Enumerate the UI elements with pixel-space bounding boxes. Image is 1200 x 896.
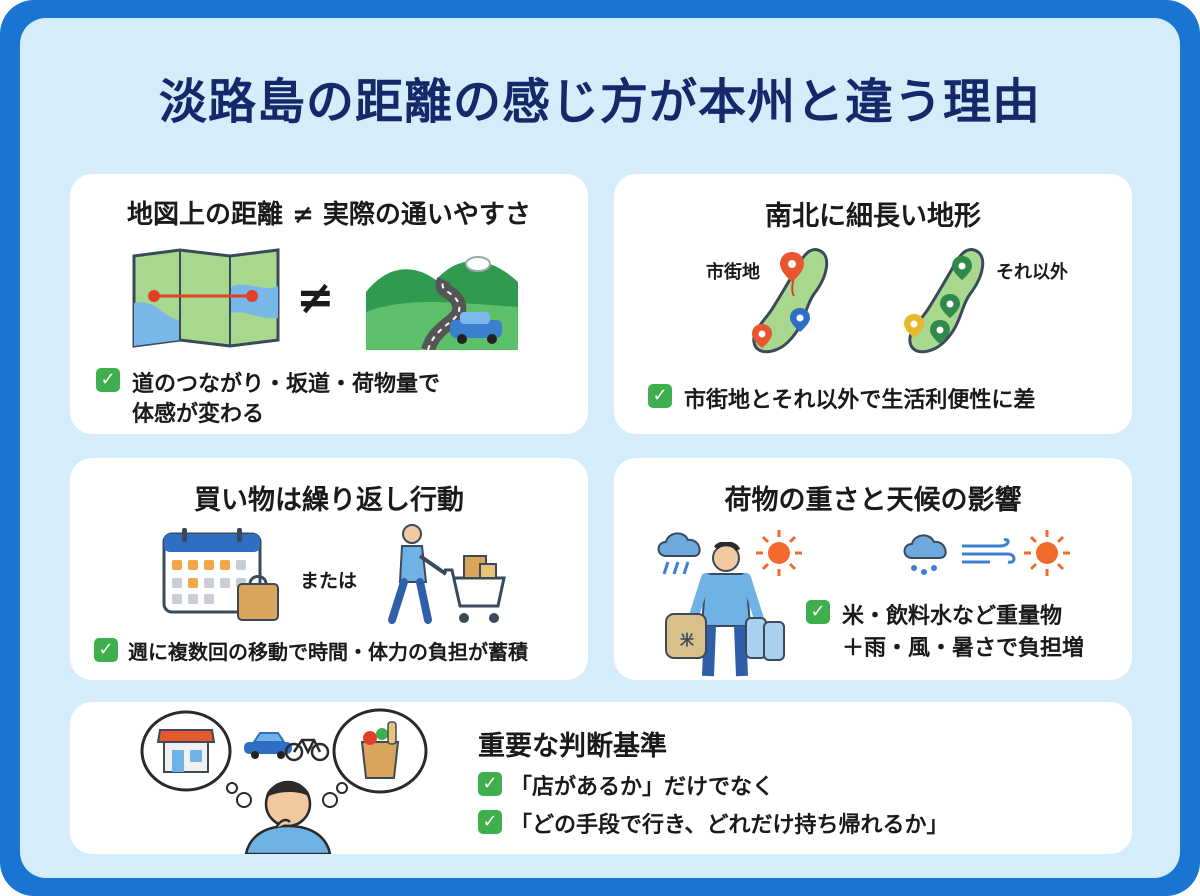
card-criteria-check-2: ✓ bbox=[478, 810, 502, 834]
card-map-distance: 地図上の距離 ≠ 実際の通いやすさ ≠ ✓ 道のつながり・坂道・荷物量で 体感が… bbox=[70, 174, 588, 434]
thinking-person-icon bbox=[226, 780, 348, 854]
person-with-cart-icon bbox=[388, 524, 506, 624]
island-map-city-icon bbox=[752, 248, 829, 354]
card-weather-check-line2: ＋雨・風・暑さで負担増 bbox=[842, 636, 1085, 661]
rain-cloud-icon bbox=[903, 534, 947, 575]
card-map-distance-title: 地図上の距離 ≠ 実際の通いやすさ bbox=[127, 200, 531, 230]
card-criteria-check-1: ✓ bbox=[478, 772, 502, 796]
card-terrain-check-text: 市街地とそれ以外で生活利便性に差 bbox=[684, 388, 1036, 413]
store-icon bbox=[140, 710, 232, 792]
card-criteria: 重要な判断基準 ✓ 「店があるか」だけでなく ✓ 「どの手段で行き、どれだけ持ち… bbox=[70, 702, 1132, 854]
card-criteria-title: 重要な判断基準 bbox=[478, 731, 667, 762]
bicycle-icon bbox=[284, 738, 330, 762]
card-shopping-title: 買い物は繰り返し行動 bbox=[194, 485, 464, 516]
label-other: それ以外 bbox=[996, 262, 1068, 283]
rice-bag-label: 米 bbox=[680, 633, 694, 649]
or-label: または bbox=[300, 570, 358, 592]
mountain-road-icon bbox=[366, 256, 518, 350]
card-criteria-check-2-text: 「どの手段で行き、どれだけ持ち帰れるか」 bbox=[510, 813, 949, 838]
rain-cloud-icon bbox=[657, 532, 701, 575]
check-icon: ✓ bbox=[806, 600, 830, 624]
shopping-bag-icon bbox=[237, 575, 279, 621]
card-map-distance-check-line1: 道のつながり・坂道・荷物量で bbox=[132, 372, 441, 397]
card-terrain-check: ✓ bbox=[648, 384, 672, 408]
page-title: 淡路島の距離の感じ方が本州と違う理由 bbox=[158, 74, 1041, 130]
wind-icon bbox=[962, 538, 1016, 564]
card-weather-check-line1: 米・飲料水など重量物 bbox=[842, 604, 1063, 629]
card-weather: 荷物の重さと天候の影響 米 ✓ 米・飲料水など重量物 ＋雨・風・暑さで負担増 bbox=[614, 458, 1132, 680]
check-icon: ✓ bbox=[94, 638, 118, 662]
person-carrying-bags-icon bbox=[665, 542, 785, 677]
check-icon: ✓ bbox=[478, 810, 502, 834]
sun-icon bbox=[1024, 530, 1070, 576]
check-icon: ✓ bbox=[478, 772, 502, 796]
card-terrain: 南北に細長い地形 市街地 それ以外 ✓ 市街地とそれ以外で生活利便性に差 bbox=[614, 174, 1132, 434]
sun-icon bbox=[756, 530, 802, 576]
folded-map-icon bbox=[132, 248, 280, 348]
grocery-bag-icon bbox=[332, 708, 428, 794]
check-icon: ✓ bbox=[648, 384, 672, 408]
label-city: 市街地 bbox=[706, 262, 760, 283]
island-map-other-icon bbox=[904, 248, 985, 354]
card-criteria-check-1-text: 「店があるか」だけでなく bbox=[510, 775, 775, 800]
card-shopping: 買い物は繰り返し行動 または ✓ 週に複数回の移動で時間・体力の負担が蓄積 bbox=[70, 458, 588, 680]
card-shopping-check-text: 週に複数回の移動で時間・体力の負担が蓄積 bbox=[128, 640, 528, 664]
card-weather-check: ✓ bbox=[806, 600, 830, 624]
not-equal-sign: ≠ bbox=[296, 270, 335, 324]
card-terrain-title: 南北に細長い地形 bbox=[765, 201, 981, 232]
card-map-distance-check-line2: 体感が変わる bbox=[132, 402, 265, 427]
card-map-distance-check: ✓ bbox=[96, 368, 120, 392]
check-icon: ✓ bbox=[96, 368, 120, 392]
card-shopping-check: ✓ bbox=[94, 638, 118, 662]
card-weather-title: 荷物の重さと天候の影響 bbox=[724, 485, 1022, 516]
car-icon bbox=[244, 732, 292, 759]
